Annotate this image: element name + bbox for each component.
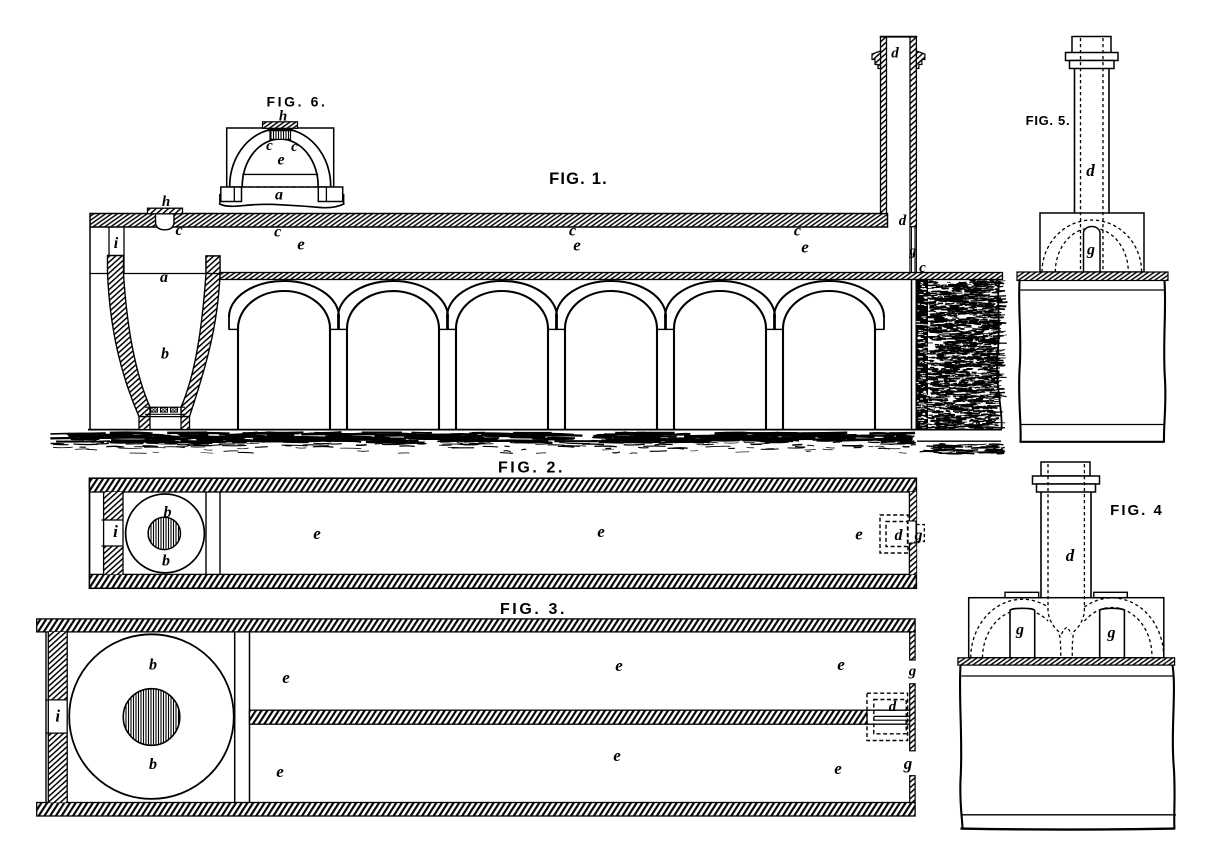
svg-text:h: h: [279, 109, 287, 125]
svg-text:c: c: [291, 139, 298, 155]
svg-text:e: e: [297, 235, 305, 254]
svg-text:c: c: [175, 222, 182, 239]
svg-text:a: a: [160, 269, 168, 286]
svg-text:FIG. 4: FIG. 4: [1110, 502, 1164, 519]
svg-text:e: e: [615, 656, 623, 675]
svg-text:e: e: [276, 762, 284, 781]
svg-text:g: g: [914, 527, 923, 544]
svg-text:e: e: [597, 522, 605, 541]
svg-text:h: h: [162, 194, 170, 210]
svg-text:b: b: [164, 504, 172, 521]
svg-text:e: e: [855, 525, 863, 544]
svg-text:e: e: [277, 152, 284, 169]
svg-text:i: i: [114, 235, 119, 252]
svg-text:FIG. 6.: FIG. 6.: [267, 94, 328, 110]
svg-text:c: c: [569, 223, 576, 240]
svg-text:FIG. 2.: FIG. 2.: [498, 460, 565, 477]
svg-text:e: e: [613, 746, 621, 765]
svg-text:e: e: [313, 524, 321, 543]
svg-text:g: g: [903, 754, 913, 773]
svg-text:e: e: [282, 668, 290, 687]
svg-text:g: g: [1015, 622, 1024, 639]
svg-text:e: e: [837, 655, 845, 674]
svg-text:b: b: [149, 657, 157, 674]
svg-text:e: e: [573, 236, 581, 255]
svg-text:b: b: [161, 346, 169, 363]
svg-text:g: g: [1107, 625, 1116, 642]
svg-text:e: e: [801, 238, 809, 257]
svg-text:FIG. 3.: FIG. 3.: [500, 601, 567, 618]
svg-text:i: i: [55, 707, 60, 726]
svg-text:d: d: [889, 699, 897, 715]
svg-text:b: b: [162, 553, 170, 570]
svg-text:g: g: [1086, 242, 1095, 259]
svg-text:d: d: [1086, 161, 1095, 180]
svg-text:g: g: [908, 664, 917, 680]
svg-text:c: c: [794, 223, 801, 240]
svg-text:c: c: [274, 224, 281, 241]
svg-text:c: c: [266, 138, 273, 154]
svg-text:FIG. 5.: FIG. 5.: [1026, 113, 1071, 128]
svg-text:g: g: [908, 244, 916, 259]
svg-text:d: d: [899, 213, 907, 229]
svg-text:d: d: [891, 46, 899, 62]
svg-text:d: d: [895, 527, 904, 544]
svg-text:FIG. 1.: FIG. 1.: [549, 170, 608, 188]
svg-text:i: i: [113, 522, 118, 541]
svg-text:a: a: [275, 187, 283, 204]
svg-text:b: b: [149, 756, 157, 773]
svg-text:d: d: [1066, 546, 1075, 565]
svg-text:c: c: [919, 260, 926, 276]
svg-text:e: e: [834, 759, 842, 778]
